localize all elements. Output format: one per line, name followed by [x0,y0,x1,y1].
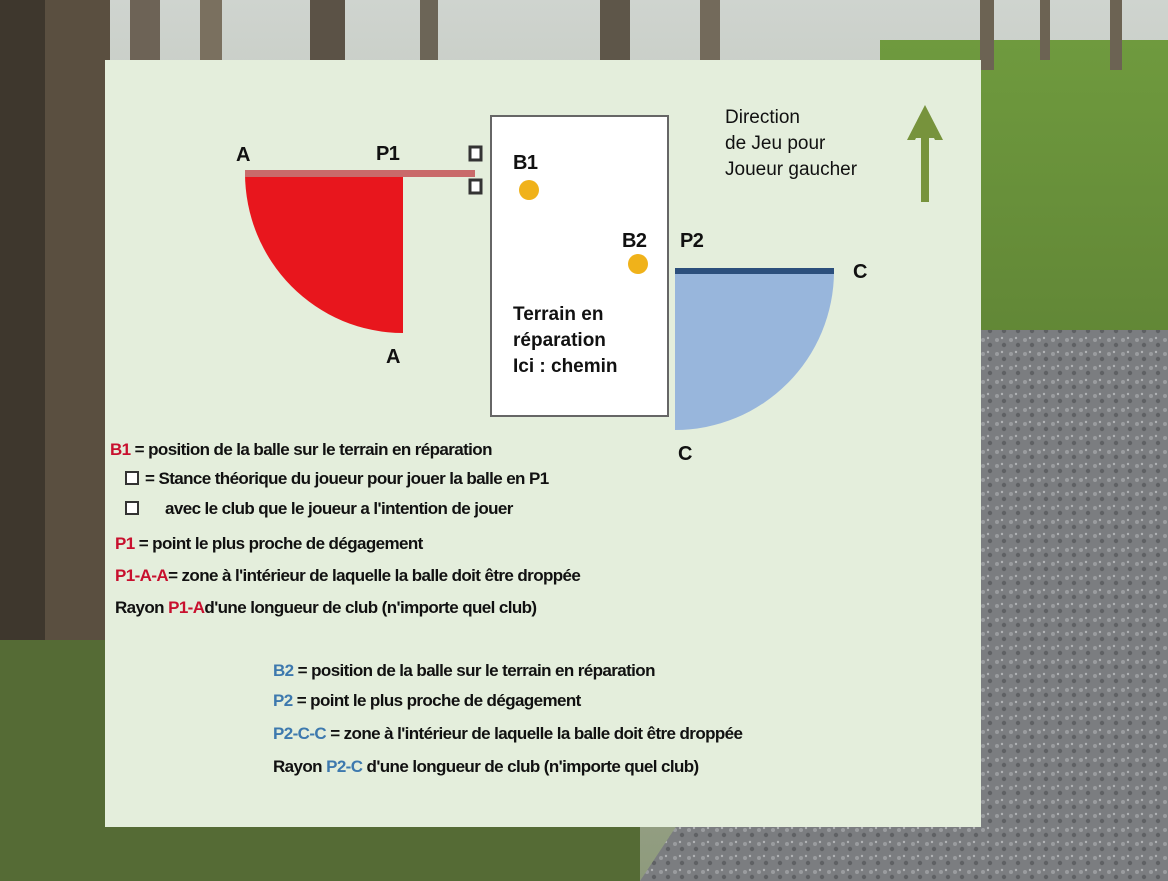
terrain-text: Terrain en réparation Ici : chemin [513,302,618,380]
terrain-line-2: réparation [513,330,606,351]
legend-p2cc-code: P2-C-C [273,724,327,743]
label-c-right: C [853,261,867,283]
legend-stance-1-text: = Stance théorique du joueur pour jouer … [145,469,549,488]
legend-radius-c-code: P2-C [326,757,363,776]
legend-stance-2: avec le club que le joueur a l'intention… [125,499,513,519]
legend-p1-text: = point le plus proche de dégagement [134,534,424,553]
legend-radius-c: Rayon P2-C d'une longueur de club (n'imp… [273,757,699,777]
legend-p2-code: P2 [273,691,293,710]
legend-radius-a-text: d'une longueur de club (n'importe quel c… [204,598,537,617]
legend-p2cc-text: = zone à l'intérieur de laquelle la ball… [326,724,743,743]
label-c-bottom: C [678,443,692,465]
terrain-line-3: Ici : chemin [513,356,618,377]
stance-square-icon [125,501,139,515]
legend-radius-a-prefix: Rayon [115,598,169,617]
stance-square-bottom [468,178,483,195]
legend-p1aa: P1-A-A= zone à l'intérieur de laquelle l… [115,566,581,586]
legend-b1-text: = position de la balle sur le terrain en… [130,440,493,459]
legend-b2-code: B2 [273,661,294,680]
diagram-drawing [245,105,943,430]
legend-radius-a: Rayon P1-Ad'une longueur de club (n'impo… [115,598,537,618]
legend-p2cc: P2-C-C = zone à l'intérieur de laquelle … [273,724,743,744]
legend-p2-text: = point le plus proche de dégagement [292,691,582,710]
legend-p1-code: P1 [115,534,135,553]
legend-stance-2-text: avec le club que le joueur a l'intention… [165,499,513,518]
direction-line-1: Direction [725,107,800,128]
red-relief-zone [245,173,403,333]
stance-square-icon [125,471,139,485]
legend-p1: P1 = point le plus proche de dégagement [115,534,423,554]
label-b1: B1 [513,152,538,174]
legend-radius-c-text: d'une longueur de club (n'importe quel c… [362,757,700,776]
label-p2: P2 [680,230,704,252]
label-b2: B2 [622,230,647,252]
diagram-panel: A A P1 B1 B2 P2 C C Direction de Jeu pou… [105,60,981,827]
legend-b2-text: = position de la balle sur le terrain en… [293,661,656,680]
legend-radius-a-code: P1-A [168,598,205,617]
legend-radius-c-prefix: Rayon [273,757,327,776]
ball-b1 [519,180,539,200]
direction-line-3: Joueur gaucher [725,159,858,180]
legend-b1-code: B1 [110,440,131,459]
terrain-line-1: Terrain en [513,304,604,325]
legend-b2: B2 = position de la balle sur le terrain… [273,661,655,681]
legend-p1aa-code: P1-A-A [115,566,169,585]
blue-relief-zone [675,271,834,430]
direction-arrow-icon [907,105,943,202]
ball-b2 [628,254,648,274]
direction-text: Direction de Jeu pour Joueur gaucher [725,105,857,183]
legend-b1: B1 = position de la balle sur le terrain… [110,440,492,460]
legend-p1aa-text: = zone à l'intérieur de laquelle la ball… [168,566,581,585]
stance-square-top [468,145,483,162]
label-a-top: A [236,144,250,166]
legend-stance-1: = Stance théorique du joueur pour jouer … [125,469,549,489]
label-a-bottom: A [386,346,400,368]
red-radius-line [245,170,475,177]
blue-radius-line [675,268,834,274]
legend-p2: P2 = point le plus proche de dégagement [273,691,581,711]
label-p1: P1 [376,143,400,165]
direction-line-2: de Jeu pour [725,133,826,154]
